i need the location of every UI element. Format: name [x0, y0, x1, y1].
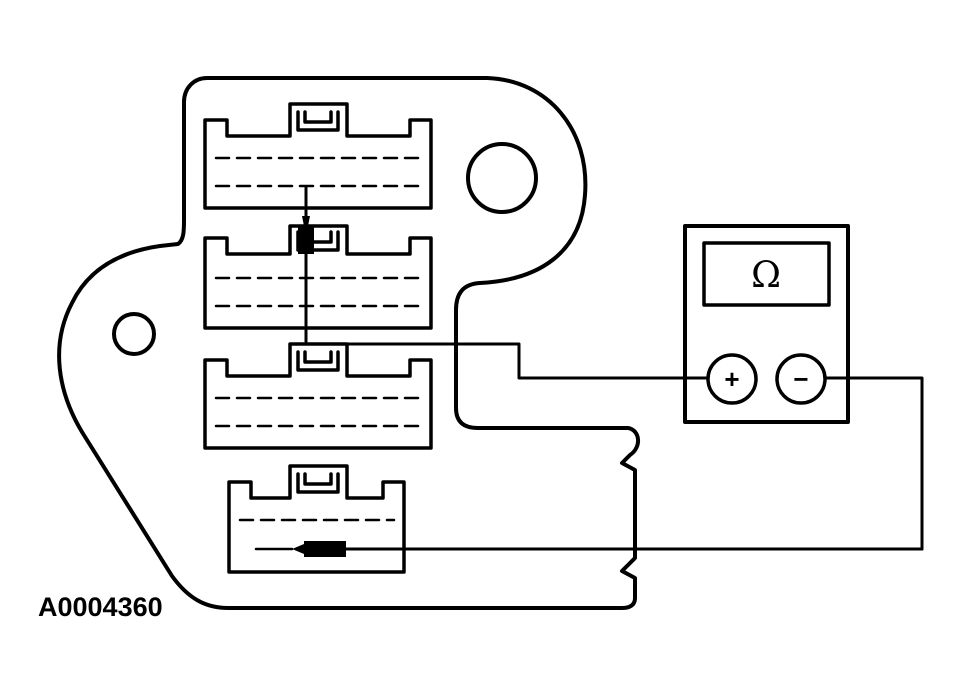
- positive-terminal: [706, 353, 758, 405]
- probe-body: [304, 541, 346, 557]
- positive-probe: [298, 186, 314, 346]
- negative-terminal: [775, 353, 827, 405]
- connector-latch: [296, 110, 340, 132]
- negative-probe: [254, 541, 924, 557]
- negative-terminal-label: −: [793, 364, 808, 394]
- probe-tip: [292, 544, 304, 554]
- meter-display: [702, 241, 831, 307]
- probe-body: [298, 226, 314, 254]
- mounting-hole-small: [112, 312, 156, 356]
- ohm-symbol: Ω: [751, 255, 781, 296]
- mounting-hole-large: [466, 142, 538, 214]
- probe-tip: [302, 216, 310, 226]
- connector-2: [203, 224, 433, 330]
- module-housing-outline: [57, 76, 640, 610]
- figure-id-label: A0004360: [38, 592, 163, 622]
- positive-lead-wire: [304, 342, 708, 380]
- connector-4: [227, 464, 406, 574]
- connector-1: [203, 102, 433, 210]
- connector-latch: [296, 472, 340, 494]
- meter-case: [683, 224, 850, 424]
- positive-terminal-label: +: [724, 364, 739, 394]
- negative-lead-wire: [824, 376, 924, 551]
- connector-3: [203, 342, 433, 450]
- connector-latch: [296, 350, 340, 372]
- ohmmeter: Ω + −: [683, 224, 850, 424]
